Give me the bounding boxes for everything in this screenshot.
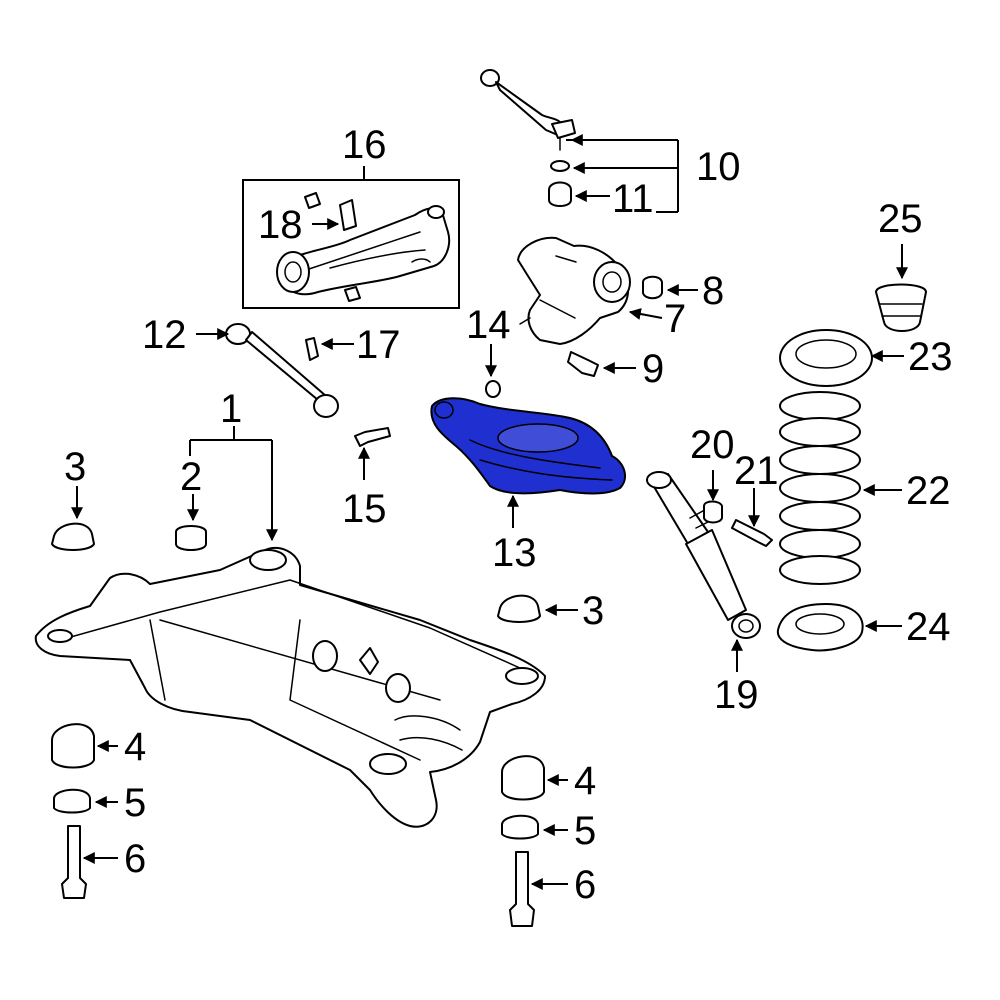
label-1: 1	[220, 387, 242, 431]
part-20-bushing[interactable]	[703, 500, 723, 524]
label-6-left: 6	[124, 837, 146, 881]
label-2: 2	[180, 455, 202, 499]
part-24-lower-spring-seat[interactable]	[776, 603, 864, 652]
label-12: 12	[142, 313, 187, 357]
part-5-washer-right[interactable]	[501, 814, 539, 840]
part-13-lower-control-arm[interactable]	[430, 397, 627, 495]
part-16-upper-arm-assembly[interactable]	[242, 179, 460, 309]
part-18-bracket	[339, 199, 357, 231]
part-6-bolt-left[interactable]	[61, 825, 87, 899]
label-7: 7	[664, 297, 686, 341]
part-6-bolt-right[interactable]	[509, 851, 535, 927]
part-10-upper-link[interactable]	[480, 69, 576, 207]
label-5-right: 5	[574, 809, 596, 853]
label-3-left: 3	[64, 445, 86, 489]
label-24: 24	[906, 605, 951, 649]
label-10: 10	[696, 145, 741, 189]
part-15-bolt[interactable]	[354, 427, 391, 447]
part-8-bushing[interactable]	[642, 275, 663, 300]
part-25-bump-stop[interactable]	[875, 283, 927, 332]
label-14: 14	[466, 303, 511, 347]
label-5-left: 5	[124, 781, 146, 825]
part-1-subframe[interactable]	[34, 547, 546, 828]
part-7-knuckle[interactable]	[517, 236, 631, 345]
part-4-mount-right[interactable]	[501, 755, 545, 801]
part-9-bolt[interactable]	[567, 351, 599, 377]
label-18: 18	[258, 203, 303, 247]
part-4-mount-left[interactable]	[51, 723, 95, 769]
label-22: 22	[906, 469, 951, 513]
label-6-right: 6	[574, 863, 596, 907]
part-14-bushing[interactable]	[485, 380, 501, 398]
label-25: 25	[878, 197, 923, 241]
label-4-left: 4	[124, 725, 146, 769]
part-3-bushing-right[interactable]	[497, 594, 541, 623]
part-22-coil-spring[interactable]	[779, 391, 861, 585]
label-17: 17	[356, 323, 401, 367]
label-4-right: 4	[574, 759, 596, 803]
part-23-spring-seat[interactable]	[779, 329, 873, 387]
part-17-bolt[interactable]	[305, 337, 319, 361]
label-9: 9	[642, 347, 664, 391]
label-20: 20	[690, 423, 735, 467]
leader-lines	[71, 134, 908, 890]
label-23: 23	[908, 335, 953, 379]
label-13: 13	[492, 531, 537, 575]
label-8: 8	[702, 269, 724, 313]
label-15: 15	[342, 487, 387, 531]
label-19: 19	[714, 673, 759, 717]
part-12-lateral-link[interactable]	[225, 323, 339, 418]
part-19-shock-absorber[interactable]	[646, 471, 761, 639]
part-3-bushing-left[interactable]	[51, 522, 95, 551]
label-11: 11	[612, 177, 654, 221]
callout-labels: 1 2 3 3 4 4 5 5 6 6 7 8 9 10 11 12 13 14…	[64, 123, 953, 907]
part-2-bushing[interactable]	[175, 525, 207, 551]
label-16: 16	[342, 123, 387, 167]
part-21-bolt[interactable]	[731, 519, 773, 547]
label-3-right: 3	[582, 589, 604, 633]
part-11-bushing	[548, 181, 572, 207]
part-5-washer-left[interactable]	[53, 788, 91, 814]
label-21: 21	[734, 449, 779, 493]
